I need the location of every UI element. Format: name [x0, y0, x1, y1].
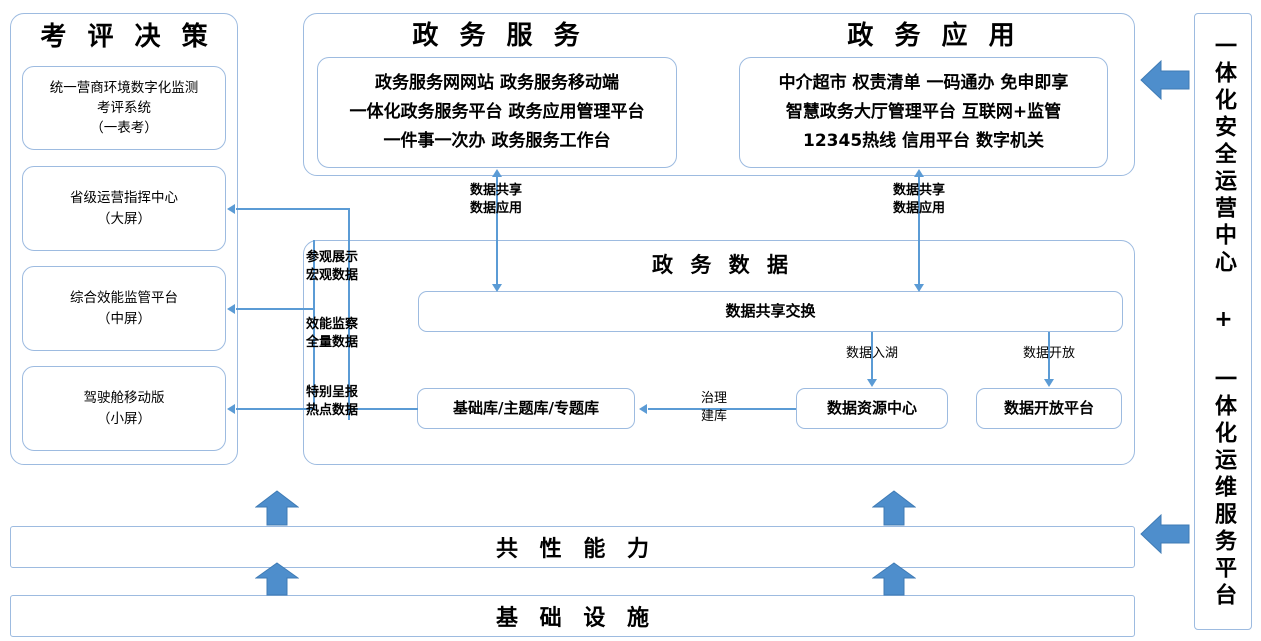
government-application-items-label: 中介超市 权责清单 一码通办 免申即享 智慧政务大厅管理平台 互联网+监管 12…: [778, 72, 1069, 152]
data-panel-title: 政 务 数 据: [652, 253, 793, 277]
data-box-open-platform-label: 数据开放平台: [1003, 398, 1094, 417]
connector-left-item-3-arrowhead: [227, 404, 235, 414]
infrastructure-bar[interactable]: [10, 595, 1135, 637]
section-title-government-service: 政 务 服 务: [412, 20, 586, 51]
edge-label-share-apply-right: 数据共享 数据应用: [892, 183, 945, 216]
connector-share-left-arrowhead-down: [492, 284, 502, 292]
connector-govern-build-line: [648, 408, 796, 410]
connector-into-lake-line: [871, 332, 873, 380]
connector-share-left-arrowhead-up: [492, 169, 502, 177]
data-exchange-label: 数据共享交换: [725, 301, 816, 320]
connector-share-right-line: [918, 176, 920, 286]
connector-label-tick-upper: [348, 290, 350, 316]
left-item-box-2[interactable]: 综合效能监管平台 （中屏）: [22, 266, 226, 351]
connector-into-lake-arrowhead: [867, 379, 877, 387]
right-panel-label: 一体化安全运营中心 + 一体化运维服务平台: [1211, 33, 1236, 610]
left-column-title: 考 评 决 策: [40, 21, 214, 52]
common-capability-bar[interactable]: [10, 526, 1135, 568]
connector-left-branch-bottom-v: [313, 308, 315, 409]
connector-to-left-item-3: [236, 408, 314, 410]
government-service-items-label: 政务服务网网站 政务服务移动端 一体化政务服务平台 政务应用管理平台 一件事一次…: [349, 72, 645, 152]
data-box-library[interactable]: 基础库/主题库/专题库: [417, 388, 635, 429]
connector-library-to-trunk: [348, 408, 418, 410]
edge-label-efficiency-supervise: 效能监察 全量数据: [306, 317, 359, 350]
infrastructure-label: 基 础 设 施: [496, 606, 656, 631]
connector-label-tick-lower: [348, 350, 350, 376]
connector-share-right-arrowhead-up: [914, 169, 924, 177]
connector-data-open-line: [1048, 332, 1050, 380]
edge-label-special-report: 特别呈报 热点数据: [306, 385, 359, 418]
government-service-items-box[interactable]: 政务服务网网站 政务服务移动端 一体化政务服务平台 政务应用管理平台 一件事一次…: [317, 57, 677, 168]
right-panel: [1194, 13, 1252, 630]
block-arrow-left-icon-top: [1140, 58, 1190, 102]
connector-to-left-item-2: [236, 308, 315, 310]
connector-data-open-arrowhead: [1044, 379, 1054, 387]
edge-label-visit-display: 参观展示 宏观数据: [306, 250, 359, 283]
data-box-open-platform[interactable]: 数据开放平台: [976, 388, 1122, 429]
left-item-label-0: 统一营商环境数字化监测 考评系统 （一表考）: [49, 79, 199, 137]
connector-to-left-item-1: [236, 208, 349, 210]
connector-share-right-arrowhead-down: [914, 284, 924, 292]
block-arrow-left-icon-bottom: [1140, 512, 1190, 556]
right-panel-label-wrap: 一体化安全运营中心 + 一体化运维服务平台: [1194, 13, 1252, 630]
common-capability-label: 共 性 能 力: [496, 537, 656, 562]
data-box-resource-center[interactable]: 数据资源中心: [796, 388, 948, 429]
block-arrow-up-icon-left-lower: [255, 562, 299, 596]
left-item-label-3: 驾驶舱移动版 （小屏）: [83, 390, 165, 427]
connector-left-item-2-arrowhead: [227, 304, 235, 314]
left-item-box-3[interactable]: 驾驶舱移动版 （小屏）: [22, 366, 226, 451]
connector-share-left-line: [496, 176, 498, 286]
left-item-box-1[interactable]: 省级运营指挥中心 （大屏）: [22, 166, 226, 251]
government-application-items-box[interactable]: 中介超市 权责清单 一码通办 免申即享 智慧政务大厅管理平台 互联网+监管 12…: [739, 57, 1108, 168]
block-arrow-up-icon-left-upper: [255, 490, 299, 526]
block-arrow-up-icon-right-upper: [872, 490, 916, 526]
connector-govern-build-arrowhead: [639, 404, 647, 414]
connector-left-branch-mid-v: [313, 240, 315, 309]
data-box-resource-center-label: 数据资源中心: [826, 398, 917, 417]
edge-label-share-apply-left: 数据共享 数据应用: [469, 183, 522, 216]
connector-left-item-1-arrowhead: [227, 204, 235, 214]
data-box-library-label: 基础库/主题库/专题库: [453, 398, 599, 417]
edge-label-data-into-lake: 数据入湖: [845, 346, 898, 361]
left-item-label-2: 综合效能监管平台 （中屏）: [70, 290, 178, 327]
left-item-label-1: 省级运营指挥中心 （大屏）: [70, 190, 178, 227]
edge-label-data-open: 数据开放: [1022, 346, 1075, 361]
data-exchange-box[interactable]: 数据共享交换: [418, 291, 1123, 332]
section-title-government-application: 政 务 应 用: [847, 20, 1021, 51]
edge-label-govern-build: 治理 建库: [700, 391, 727, 424]
left-item-box-0[interactable]: 统一营商环境数字化监测 考评系统 （一表考）: [22, 66, 226, 150]
block-arrow-up-icon-right-lower: [872, 562, 916, 596]
